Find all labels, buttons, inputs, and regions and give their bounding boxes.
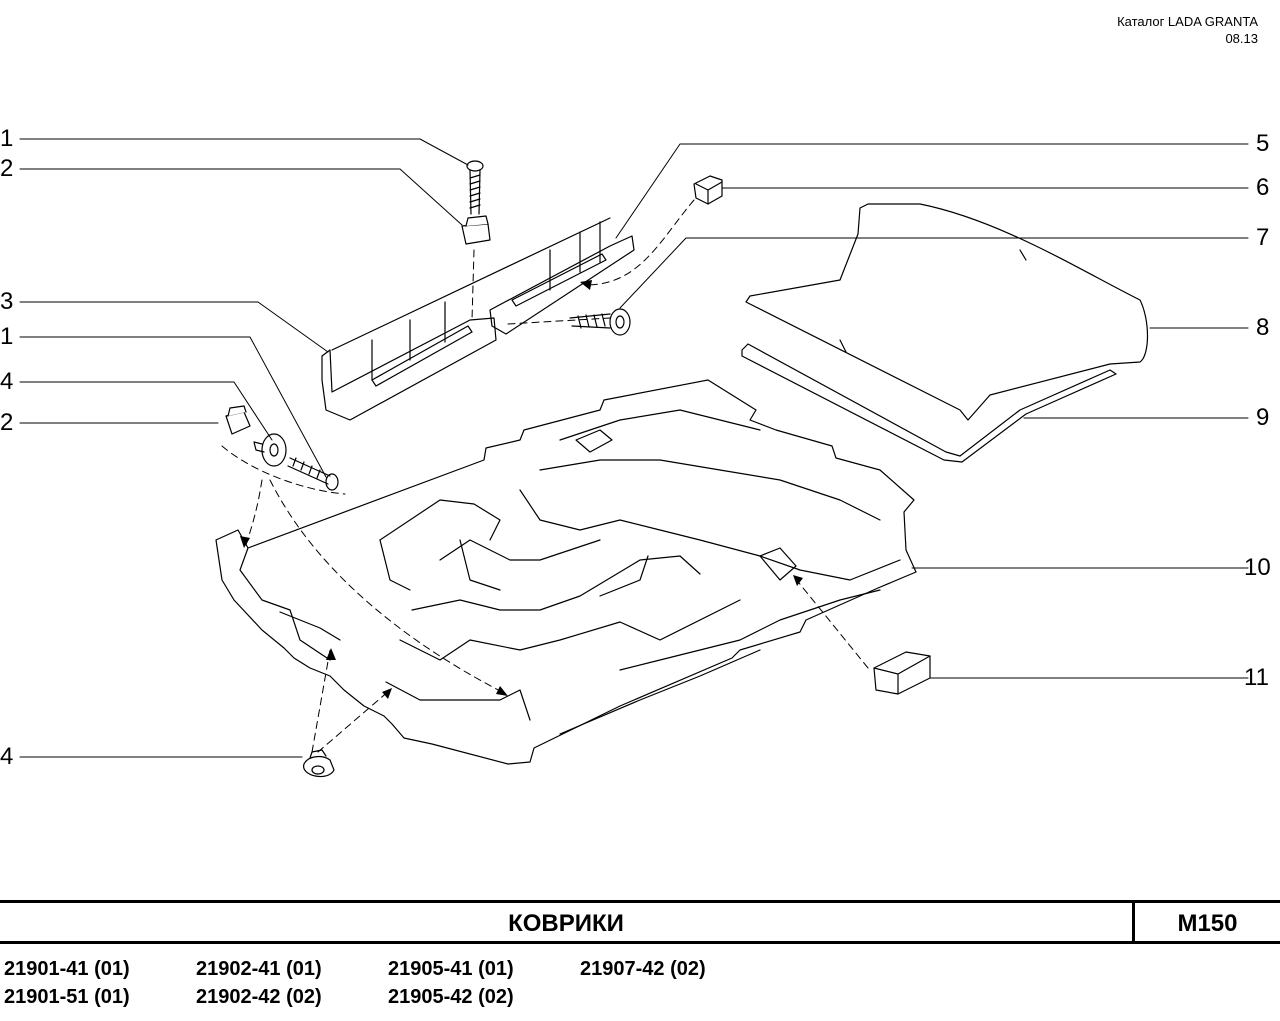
screw-left (287, 457, 339, 491)
model-code: 21905-42 (02) (388, 986, 514, 1008)
arrow-heads (240, 280, 803, 699)
callout-5: 5 (1256, 130, 1270, 157)
screw-right (569, 308, 631, 336)
sill-trim-right (489, 221, 635, 335)
callout-9: 9 (1256, 404, 1270, 431)
title-band: КОВРИКИ M150 (0, 900, 1280, 944)
foam-block (873, 651, 931, 695)
callout-8: 8 (1256, 314, 1270, 341)
callout-3: 3 (0, 288, 14, 315)
callout-4: 4 (0, 368, 14, 395)
parts-drawing (19, 138, 1249, 778)
leader-lines (19, 138, 1249, 758)
screw-top (466, 160, 484, 215)
model-code: 21901-51 (01) (4, 986, 130, 1008)
model-code: 21902-42 (02) (196, 986, 322, 1008)
model-code: 21901-41 (01) (4, 958, 130, 980)
callout-2: 2 (0, 409, 14, 436)
model-code: 21905-41 (01) (388, 958, 514, 980)
plug-small (693, 175, 723, 205)
push-clip (303, 749, 335, 778)
catalog-label: Каталог LADA GRANTA (1117, 14, 1258, 29)
callout-2: 2 (0, 155, 14, 182)
trunk-liner (741, 343, 1117, 463)
title-divider (1132, 903, 1135, 941)
floor-carpet (215, 379, 917, 765)
callout-10: 10 (1244, 554, 1271, 581)
callout-4: 4 (0, 743, 14, 770)
callout-6: 6 (1256, 174, 1270, 201)
section-code: M150 (1177, 910, 1238, 937)
clip-left (225, 405, 251, 435)
model-code: 21902-41 (01) (196, 958, 322, 980)
callout-1: 1 (0, 125, 14, 152)
clip-top (461, 215, 491, 245)
model-code: 21907-42 (02) (580, 958, 706, 980)
callout-11: 11 (1244, 664, 1269, 691)
sill-trim-left (321, 217, 611, 421)
trunk-mat (745, 203, 1149, 421)
callout-1: 1 (0, 323, 14, 350)
assembly-lines (221, 199, 869, 753)
section-title: КОВРИКИ (508, 910, 624, 937)
washer (253, 433, 287, 467)
callout-7: 7 (1256, 224, 1270, 251)
catalog-date: 08.13 (1225, 31, 1258, 46)
